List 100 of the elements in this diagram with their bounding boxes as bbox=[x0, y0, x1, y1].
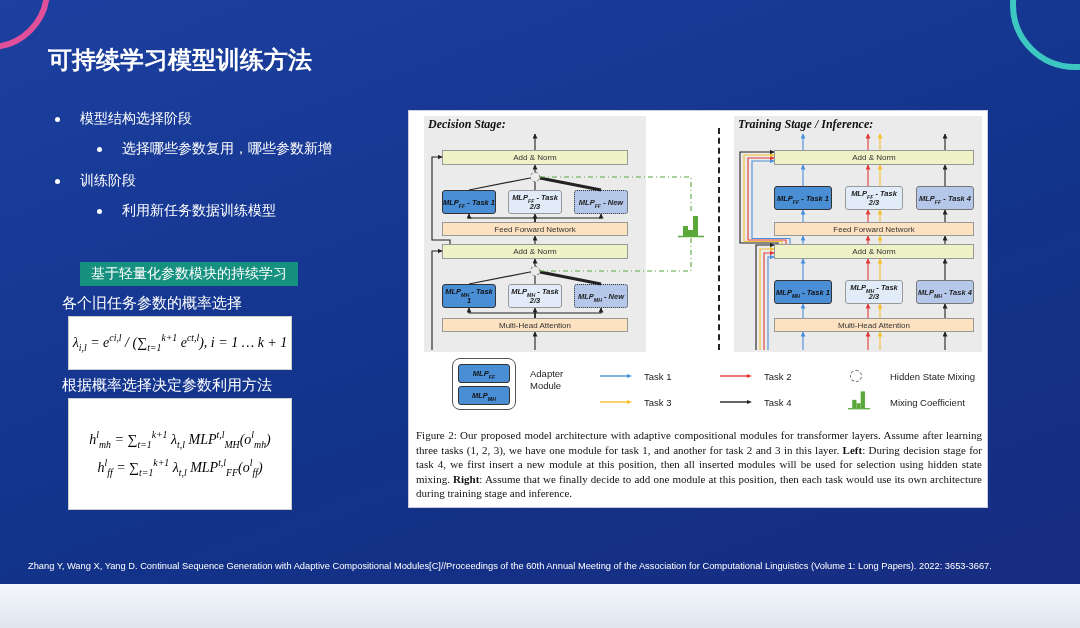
layer-name: Multi-Head Attention bbox=[837, 320, 910, 330]
bullet-text: 利用新任务数据训练模型 bbox=[122, 202, 276, 220]
arrow bbox=[942, 331, 948, 351]
arrow bbox=[431, 248, 443, 351]
reference-text: Zhang Y, Wang X, Yang D. Continual Sequence Generation with Adaptive Compositional Modules[C]//Proceedings of the 60th Annual Meeting of the Association for Computational Linguistics (Volume 1: Long Papers). 2022: 3653-3667. bbox=[28, 561, 992, 571]
formula: h$^{l}$$_{ff}$ = ∑$_{t=1}$$^{k+1}$ λ$_{t,l}$ MLP$^{t,l}$$_{FF}$(o$^{l}$$_{ff}$) bbox=[97, 458, 263, 478]
arrow bbox=[877, 209, 883, 223]
layer-box bbox=[442, 244, 628, 259]
arrow bbox=[865, 164, 871, 187]
arrow bbox=[877, 133, 883, 151]
legend-text: Task 3 bbox=[644, 397, 672, 408]
arrow bbox=[877, 331, 883, 351]
arrow bbox=[534, 213, 604, 223]
stage-heading: Training Stage / Inference: bbox=[738, 117, 874, 132]
layer-box bbox=[442, 150, 628, 165]
arrow bbox=[877, 258, 883, 281]
stage-heading: Decision Stage: bbox=[428, 117, 506, 132]
module-box bbox=[774, 186, 832, 210]
section-heading: 基于轻量化参数模块的持续学习 bbox=[91, 265, 287, 283]
arrow bbox=[532, 164, 538, 173]
slide-title: 可持续学习模型训练方法 bbox=[48, 45, 312, 75]
arrow bbox=[942, 133, 948, 151]
bullet-text: 选择哪些参数复用，哪些参数新增 bbox=[122, 140, 332, 158]
bullet-text: 训练阶段 bbox=[80, 172, 136, 190]
arrow bbox=[800, 209, 806, 223]
arrow bbox=[800, 133, 806, 151]
legend-text: Task 2 bbox=[764, 371, 792, 382]
arrow bbox=[534, 307, 604, 319]
layer-name: Feed Forward Network bbox=[494, 224, 576, 234]
connector-line bbox=[539, 176, 692, 213]
arrow bbox=[431, 154, 451, 245]
connector-line bbox=[534, 275, 536, 285]
arrow bbox=[763, 250, 775, 351]
legend-text: Mixing Coefficient bbox=[890, 397, 965, 408]
arrow bbox=[877, 303, 883, 319]
arrow bbox=[865, 235, 871, 245]
arrow bbox=[877, 164, 883, 187]
arrow bbox=[532, 133, 538, 151]
layer-box bbox=[442, 318, 628, 332]
module-caption: Adapter Module bbox=[530, 368, 565, 392]
arrow bbox=[865, 209, 871, 223]
section-heading-box bbox=[80, 262, 298, 286]
arrow bbox=[532, 258, 538, 267]
module-box bbox=[574, 190, 628, 214]
module-box bbox=[845, 186, 903, 210]
module-box bbox=[458, 386, 510, 405]
module-box bbox=[774, 280, 832, 304]
layer-box bbox=[774, 150, 974, 165]
arrow bbox=[767, 254, 775, 351]
arrow bbox=[865, 331, 871, 351]
connector-line bbox=[534, 181, 536, 191]
connector-line bbox=[539, 270, 602, 286]
figure-caption: Figure 2: Our proposed model architecture with adaptive compositional modules for transformer layers. Assume after learning three tasks (1, 2, 3), we have one module for task 1, and another for task 2 and 3 in this layer. Left: During decision stage for task 4, we first insert a new module at this position, then all inserted modules will be used for selection using hidden state mixing. Right: Assume that we finally decide to add one module at this position, then each task would use its own architecture during training stage and inference. bbox=[416, 428, 982, 501]
connector-line bbox=[468, 177, 531, 191]
arrow bbox=[865, 133, 871, 151]
layer-name: Add & Norm bbox=[513, 247, 557, 256]
legend-text: Task 4 bbox=[764, 397, 792, 408]
arrow bbox=[800, 235, 806, 245]
arrow bbox=[942, 235, 948, 245]
layer-box bbox=[442, 222, 628, 236]
stage-panel bbox=[734, 116, 982, 352]
arrow bbox=[532, 331, 538, 351]
layer-name: Add & Norm bbox=[852, 153, 896, 162]
legend-text: Hidden State Mixing bbox=[890, 371, 976, 382]
formula-box bbox=[68, 316, 292, 370]
formula: λ$_{i,l}$ = e$^{ci,l}$ / (∑$_{t=1}$$^{k+1}$ e$^{ct,l}$), i = 1 … k + 1 bbox=[72, 333, 288, 353]
arrow bbox=[865, 303, 871, 319]
module-box bbox=[916, 280, 974, 304]
subheading: 各个旧任务参数的概率选择 bbox=[62, 294, 242, 313]
arrow bbox=[800, 331, 806, 351]
layer-name: Feed Forward Network bbox=[833, 224, 915, 234]
layer-box bbox=[774, 244, 974, 259]
stage-panel bbox=[424, 116, 646, 352]
arrow bbox=[942, 258, 948, 281]
module-box bbox=[458, 364, 510, 383]
layer-box bbox=[774, 318, 974, 332]
layer-box bbox=[774, 222, 974, 236]
subheading: 根据概率选择决定参数利用方法 bbox=[62, 376, 272, 395]
arrow bbox=[942, 164, 948, 187]
arrow bbox=[942, 303, 948, 319]
adapter-module-box bbox=[452, 358, 516, 410]
formula-box bbox=[68, 398, 292, 510]
connector-line bbox=[539, 237, 692, 272]
layer-name: Multi-Head Attention bbox=[498, 320, 571, 330]
arrow bbox=[942, 209, 948, 223]
layer-name: Add & Norm bbox=[852, 247, 896, 256]
module-box bbox=[574, 284, 628, 308]
arrow bbox=[800, 303, 806, 319]
module-box bbox=[916, 186, 974, 210]
legend-text: Task 1 bbox=[644, 371, 672, 382]
bullet-text: 模型结构选择阶段 bbox=[80, 110, 192, 128]
layer-name: Add & Norm bbox=[513, 153, 557, 162]
arrow bbox=[877, 235, 883, 245]
arrow bbox=[865, 258, 871, 281]
connector-line bbox=[468, 271, 531, 285]
arrow bbox=[800, 164, 806, 187]
connector-line bbox=[539, 176, 602, 192]
arrow bbox=[532, 235, 538, 245]
arrow bbox=[800, 258, 806, 281]
formula: h$^{l}$$_{mh}$ = ∑$_{t=1}$$^{k+1}$ λ$_{t,l}$ MLP$^{t,l}$$_{MH}$(o$^{l}$$_{mh}$) bbox=[89, 430, 271, 450]
